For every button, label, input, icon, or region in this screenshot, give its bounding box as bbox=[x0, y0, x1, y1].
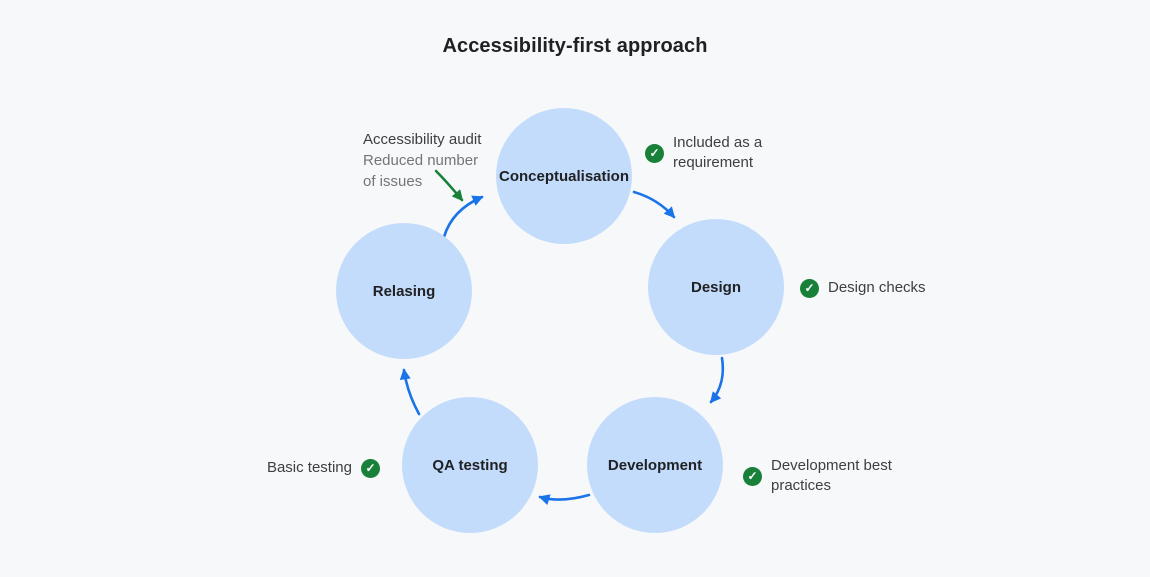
stage-design: Design bbox=[648, 219, 784, 355]
check-design: ✓ Design checks bbox=[800, 278, 926, 298]
stage-label: Design bbox=[690, 278, 741, 296]
stage-label: QA testing bbox=[432, 456, 508, 474]
arrow-qa-testing-to-releasing bbox=[399, 368, 421, 416]
page-title: Accessibility-first approach bbox=[442, 35, 708, 57]
check-label: Included as a requirement bbox=[673, 134, 763, 171]
check-label: Development best practices bbox=[771, 457, 892, 494]
arrow-releasing-to-conceptualisation bbox=[442, 195, 484, 239]
annotation-subtitle-line1: Reduced number bbox=[363, 152, 479, 169]
stage-label: Relasing bbox=[372, 282, 436, 300]
check-icon: ✓ bbox=[645, 143, 664, 163]
check-development: ✓ Development best practices bbox=[743, 456, 907, 496]
check-conceptualisation: ✓ Included as a requirement bbox=[645, 133, 777, 173]
check-qa-testing: Basic testing ✓ bbox=[262, 458, 380, 478]
check-icon: ✓ bbox=[800, 278, 819, 298]
stage-releasing: Relasing bbox=[336, 223, 472, 359]
arrow-development-to-qa-testing bbox=[538, 493, 591, 505]
check-icon: ✓ bbox=[743, 466, 762, 486]
accessibility-audit-annotation: Accessibility audit Reduced number of is… bbox=[363, 129, 503, 192]
annotation-subtitle-line2: of issues bbox=[363, 173, 423, 190]
stage-label: Development bbox=[607, 456, 703, 474]
stage-development: Development bbox=[587, 397, 723, 533]
check-label: Basic testing bbox=[266, 459, 352, 476]
stage-label: Conceptualisation bbox=[498, 167, 629, 185]
annotation-title: Accessibility audit bbox=[363, 131, 482, 148]
check-label: Design checks bbox=[828, 279, 926, 296]
stage-conceptualisation: Conceptualisation bbox=[496, 108, 632, 244]
check-icon: ✓ bbox=[361, 458, 380, 478]
arrow-conceptualisation-to-design bbox=[632, 190, 676, 219]
arrow-design-to-development bbox=[709, 356, 725, 404]
stage-qa-testing: QA testing bbox=[402, 397, 538, 533]
